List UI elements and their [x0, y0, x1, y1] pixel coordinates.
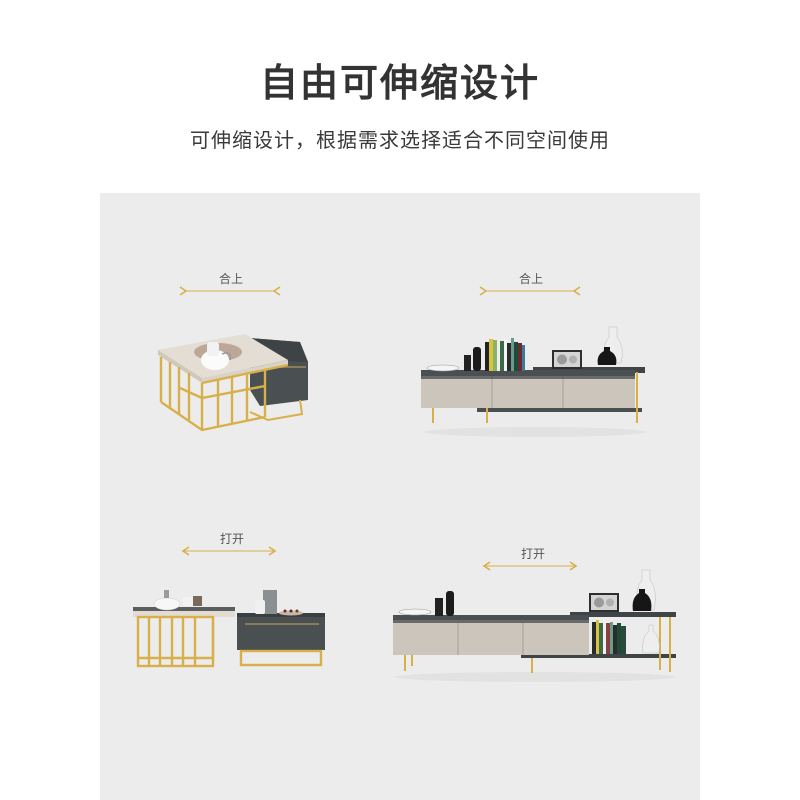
open-indicator-tv-cabinet: 打开 [478, 545, 588, 579]
product-showcase-panel [100, 193, 700, 800]
tv-cabinet-open-illustration [393, 569, 676, 682]
closed-indicator-tv-cabinet: 合上 [476, 270, 586, 304]
outward-arrows-icon [482, 561, 578, 571]
inward-arrows-icon [479, 286, 581, 296]
open-indicator-coffee-table: 打开 [177, 530, 287, 564]
closed-indicator-coffee-table: 合上 [176, 270, 286, 304]
state-label: 合上 [218, 272, 243, 286]
coffee-table-open-illustration [133, 590, 325, 668]
outward-arrows-icon [181, 546, 277, 556]
tv-cabinet-closed-illustration [421, 326, 645, 437]
coffee-table-closed-illustration [158, 334, 308, 432]
inward-arrows-icon [179, 286, 281, 296]
page-subtitle: 可伸缩设计，根据需求选择适合不同空间使用 [190, 128, 610, 152]
state-label: 合上 [518, 272, 543, 286]
state-label: 打开 [219, 532, 244, 546]
state-label: 打开 [520, 547, 545, 561]
page-title: 自由可伸缩设计 [259, 61, 540, 105]
